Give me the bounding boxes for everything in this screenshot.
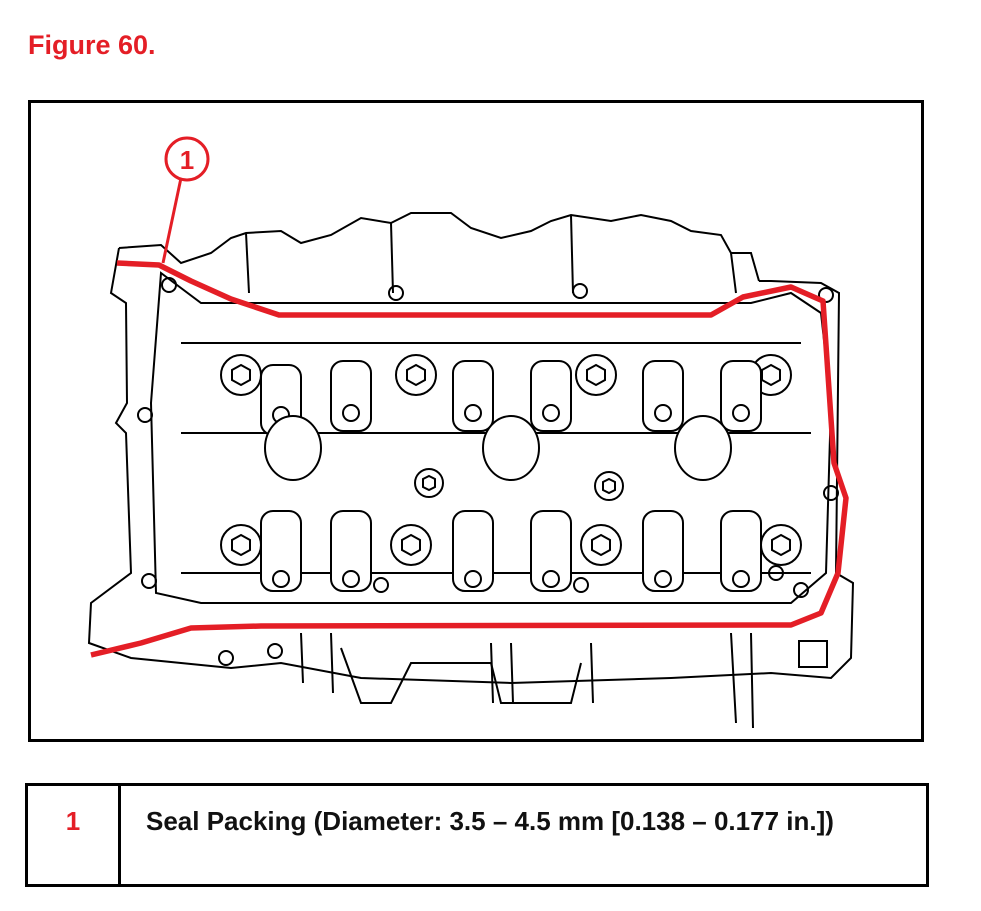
legend-description: Seal Packing (Diameter: 3.5 – 4.5 mm [0.… [146, 806, 834, 836]
legend-number: 1 [28, 786, 121, 884]
rocker-arm-icon [720, 510, 762, 592]
rocker-arm-icon [330, 510, 372, 592]
rocker-arm-icon [720, 360, 762, 432]
diagram-frame: 1 [28, 100, 924, 742]
callout-leader [161, 177, 183, 264]
bolt-icon [390, 524, 432, 566]
spark-plug-tube-icon [264, 415, 322, 481]
rocker-arm-icon [642, 360, 684, 432]
bolt-icon [395, 354, 437, 396]
rocker-arm-icon [330, 360, 372, 432]
rocker-arm-icon [642, 510, 684, 592]
legend-table: 1 Seal Packing (Diameter: 3.5 – 4.5 mm [… [25, 783, 929, 887]
bolt-icon [594, 471, 624, 501]
cylinder-head-outline [87, 212, 855, 729]
bolt-icon [580, 524, 622, 566]
bolt-icon [575, 354, 617, 396]
cylinder-head-diagram: 1 [87, 136, 855, 729]
bolt-icon [220, 524, 262, 566]
bolt-icon [220, 354, 262, 396]
spark-plug-tube-icon [674, 415, 732, 481]
spark-plug-tube-icon [482, 415, 540, 481]
rocker-arm-icon [530, 510, 572, 592]
seal-packing-line [90, 260, 849, 658]
bolt-icon [760, 524, 802, 566]
callout-number: 1 [180, 145, 194, 175]
figure-title: Figure 60. [28, 30, 156, 60]
rocker-arm-icon [452, 360, 494, 432]
rocker-arm-icon [530, 360, 572, 432]
callout-circle [164, 136, 210, 182]
rocker-arm-icon [260, 510, 302, 592]
bolt-icon [414, 468, 444, 498]
rocker-arms [260, 360, 762, 592]
rocker-arm-icon [452, 510, 494, 592]
head-bolts [220, 354, 802, 566]
